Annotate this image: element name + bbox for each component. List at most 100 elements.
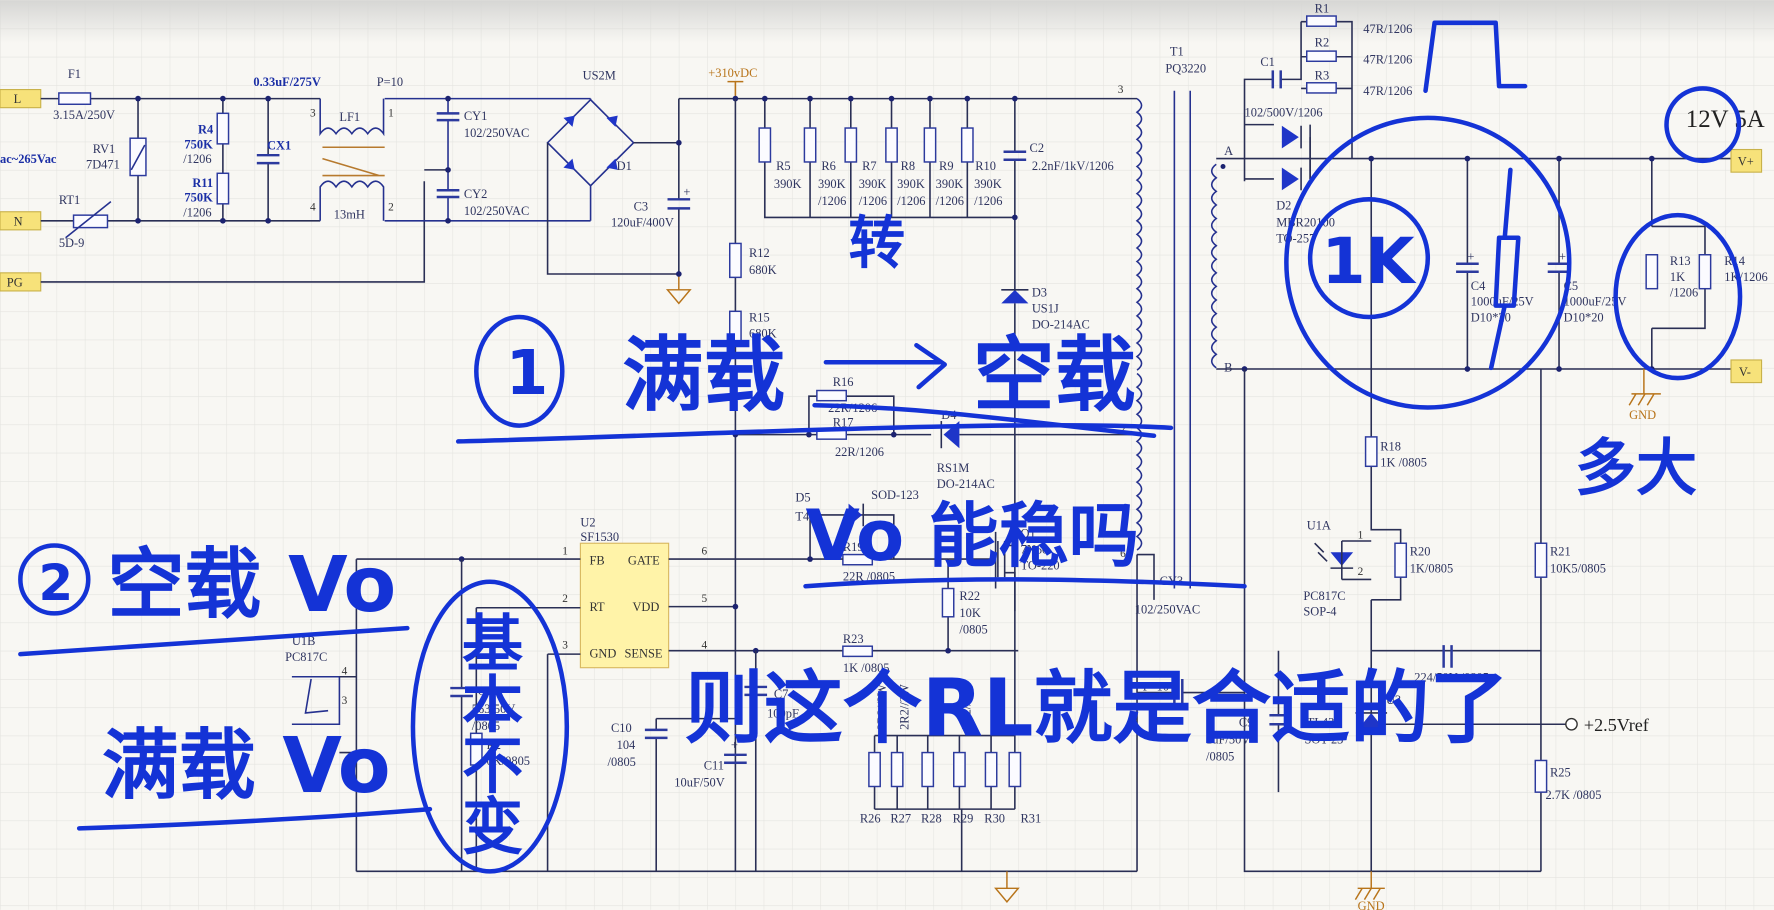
diode-D3[interactable] (1001, 289, 1029, 304)
resistor-R30[interactable] (984, 751, 998, 788)
optocoupler-U1B[interactable] (291, 675, 357, 754)
resistor-R25[interactable] (1534, 759, 1548, 793)
connectors-V_minus-label: V- (1739, 365, 1751, 379)
resistor-R27[interactable] (890, 751, 904, 788)
fuse-F1[interactable] (58, 92, 92, 106)
capacitor-C11[interactable] (724, 753, 747, 764)
capacitor-CY2[interactable] (436, 189, 460, 199)
shunt-regulator-U3[interactable] (1355, 712, 1541, 730)
capacitor-C6[interactable] (1442, 645, 1453, 668)
resistor-R26[interactable] (868, 751, 881, 788)
resistor-R15[interactable] (729, 310, 742, 346)
junction-dot (945, 647, 951, 654)
note-vo-stable: Vo 能稳吗 (806, 495, 1139, 577)
R11-ref: R11 (192, 176, 213, 190)
resistor-R1[interactable] (1306, 15, 1337, 27)
capacitor-C7[interactable] (744, 685, 768, 697)
capacitor-C9[interactable] (1269, 713, 1288, 726)
components-R17-value-label: 22R/1206 (835, 445, 884, 459)
capacitor-C8[interactable] (450, 686, 473, 698)
junction-dot (135, 217, 141, 224)
wire (1314, 542, 1328, 562)
resistor-R5[interactable] (758, 127, 772, 163)
wire (1330, 540, 1372, 581)
components-D4-pkg-label: DO-214AC (937, 477, 995, 491)
junction-dot (220, 95, 226, 102)
wire (1243, 369, 1567, 873)
wire (1001, 289, 1029, 612)
top-shadow (0, 0, 1774, 44)
note-how-big: 多大 (1575, 433, 1697, 504)
components-U2-pins-SENSE-label: SENSE (625, 647, 663, 661)
components-D5-ref-label: D5 (795, 490, 810, 504)
LF1-pin-2: 2 (388, 202, 394, 214)
optocoupler-U1A[interactable] (1314, 540, 1372, 581)
note-1k: 1K (1321, 224, 1416, 298)
current-sense-resistor-array: 2R2//2W 2R2//2W 2R2//2W 2R2//2W 2R2//2W … (860, 650, 1041, 872)
components-R17-ref-label: R17 (833, 416, 854, 430)
junction-dot (927, 95, 933, 102)
resistor-R21[interactable] (1534, 542, 1548, 578)
capacitor-C3[interactable] (667, 198, 691, 210)
output-V-plus[interactable] (1730, 148, 1763, 173)
components-U1A-ref-label: U1A (1307, 519, 1331, 533)
common-mode-choke-LF1[interactable] (319, 98, 385, 221)
components-C10-ref-label: C10 (611, 721, 632, 735)
resistor-R29[interactable] (953, 751, 966, 788)
resistor-R8[interactable] (885, 127, 898, 163)
resistor-R9[interactable] (923, 127, 937, 163)
transformer-T1[interactable] (1135, 90, 1218, 589)
CY1-value: 102/250VAC (464, 126, 529, 140)
output-V-minus[interactable] (1730, 359, 1763, 384)
components-R10-value-label: 390K (974, 177, 1002, 191)
components-U2-pins-GATE-label: GATE (628, 554, 660, 568)
resistor-R16[interactable] (816, 389, 848, 402)
junction-dot (135, 95, 141, 102)
wire (1300, 125, 1311, 191)
controller-U2[interactable] (579, 542, 670, 669)
resistor-R6[interactable] (803, 127, 817, 163)
resistor-R2[interactable] (1306, 50, 1337, 63)
capacitor-C5[interactable] (1547, 262, 1571, 273)
components-D4-part-label: RS1M (937, 461, 969, 475)
capacitor-CY3[interactable] (1173, 679, 1184, 707)
wire (130, 144, 146, 171)
components-R25-ref-label: R25 (1550, 765, 1571, 779)
resistor-R10[interactable] (960, 127, 974, 163)
components-R18-value-label: 1K /0805 (1380, 455, 1427, 469)
resistor-R31[interactable] (1008, 751, 1022, 788)
resistor-R4[interactable] (216, 112, 230, 145)
capacitor-CX1[interactable] (256, 153, 280, 165)
wire (947, 531, 997, 651)
components-C8-ref-label: C8 (477, 684, 492, 698)
resistor-R11[interactable] (216, 172, 230, 205)
capacitor-C1[interactable] (1271, 70, 1282, 89)
resistor-R14[interactable] (1698, 254, 1712, 290)
capacitor-C4[interactable] (1456, 262, 1479, 273)
resistor-R18[interactable] (1364, 436, 1378, 468)
CY2-value: 102/250VAC (464, 204, 529, 218)
diode-D5[interactable] (848, 503, 863, 527)
resistor-R24[interactable] (469, 732, 483, 766)
wire (1135, 372, 1143, 551)
capacitor-CY1[interactable] (436, 112, 460, 122)
mosfet-Q1[interactable] (997, 540, 1016, 651)
capacitor-C10[interactable] (644, 728, 668, 740)
diode-D2[interactable] (1281, 125, 1299, 191)
resistor-R20[interactable] (1394, 542, 1408, 578)
components-D5-pkg-label: SOD-123 (871, 488, 919, 502)
vref-testpoint[interactable] (1565, 717, 1578, 731)
resistor-R7[interactable] (844, 127, 858, 163)
resistor-R13[interactable] (1645, 254, 1659, 290)
resistor-R12[interactable] (729, 242, 742, 279)
capacitor-C2[interactable] (1003, 150, 1027, 161)
R11-pkg: /1206 (183, 205, 211, 219)
resistor-R28[interactable] (921, 751, 935, 788)
resistor-R3[interactable] (1306, 82, 1337, 94)
resistor-R22[interactable] (941, 587, 955, 618)
bridge-rectifier-D1[interactable] (546, 98, 635, 221)
components-R9-value-label: 390K (936, 177, 964, 191)
resistor-R23[interactable] (842, 645, 874, 658)
components-C2-ref-label: C2 (1030, 141, 1045, 155)
